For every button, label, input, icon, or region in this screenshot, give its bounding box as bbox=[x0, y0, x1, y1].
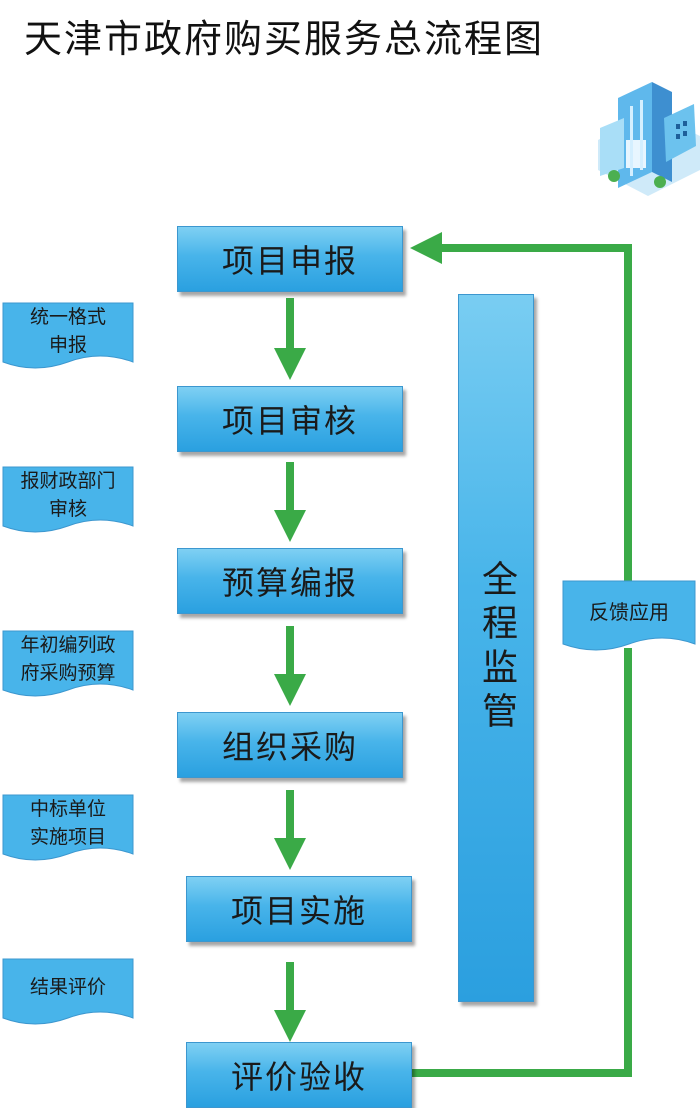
note-annual-budget: 年初编列政 府采购预算 bbox=[2, 630, 134, 697]
feedback-application: 反馈应用 bbox=[562, 580, 696, 654]
note-finance-review: 报财政部门 审核 bbox=[2, 466, 134, 533]
full-process-supervision: 全程监管 bbox=[458, 294, 534, 1002]
feedback-label: 反馈应用 bbox=[589, 600, 669, 624]
step-budget-preparation: 预算编报 bbox=[177, 548, 403, 614]
note-winning-unit: 中标单位 实施项目 bbox=[2, 794, 134, 861]
step-project-review: 项目审核 bbox=[177, 386, 403, 452]
supervision-label: 全程监管 bbox=[476, 560, 517, 736]
feedback-loop-bottom bbox=[400, 648, 632, 1077]
note-result-evaluation: 结果评价 bbox=[2, 958, 134, 1025]
note-unified-format: 统一格式 申报 bbox=[2, 302, 134, 369]
feedback-loop-top bbox=[410, 232, 632, 588]
step-organize-procurement: 组织采购 bbox=[177, 712, 403, 778]
step-project-application: 项目申报 bbox=[177, 226, 403, 292]
step-evaluation-acceptance: 评价验收 bbox=[186, 1042, 412, 1108]
page-title: 天津市政府购买服务总流程图 bbox=[24, 17, 545, 61]
step-project-implementation: 项目实施 bbox=[186, 876, 412, 942]
